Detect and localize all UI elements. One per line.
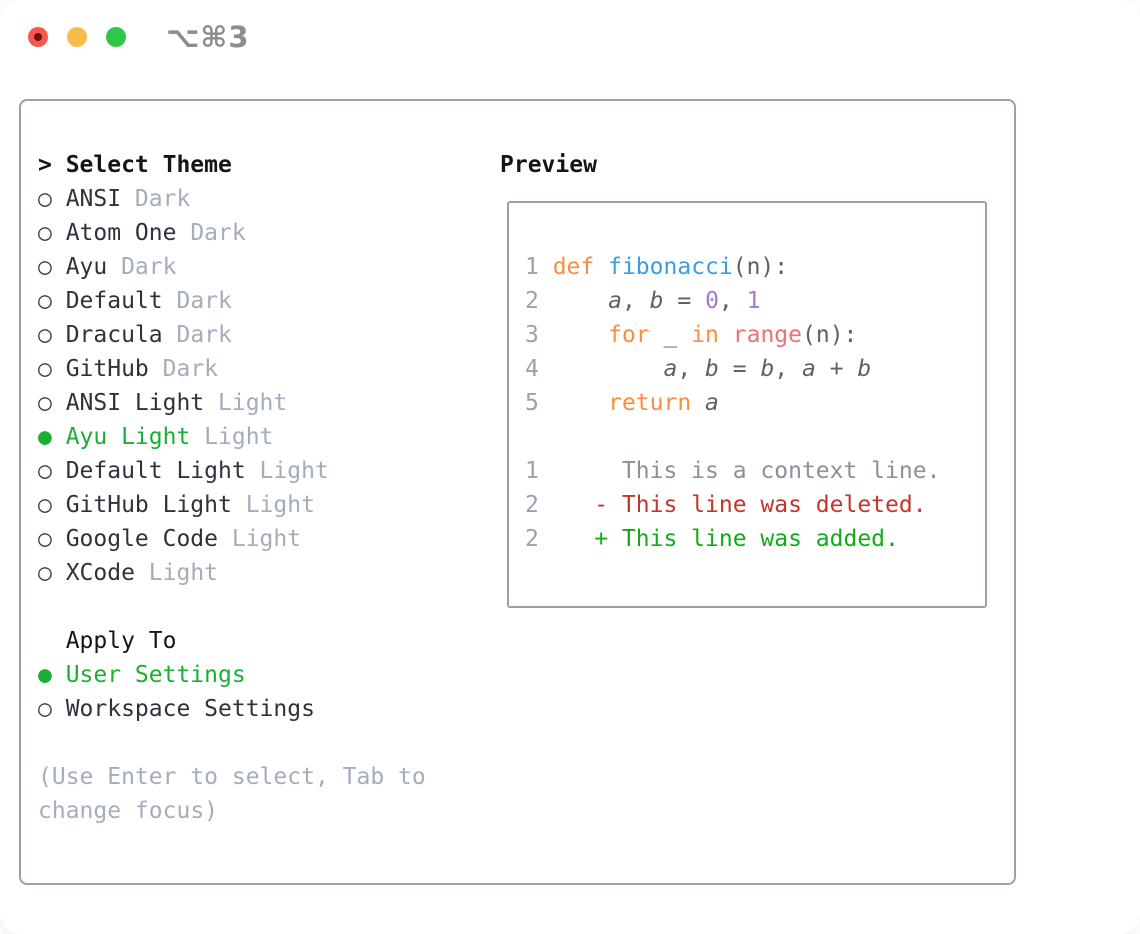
blank-line	[525, 420, 940, 454]
theme-name: Default Light	[65, 458, 246, 484]
code-line: 5 return a	[525, 386, 940, 420]
theme-variant: Light	[134, 560, 219, 586]
theme-item-google-code[interactable]: ○ Google Code Light	[38, 522, 426, 556]
theme-name: XCode	[65, 560, 135, 586]
theme-variant: Dark	[162, 322, 232, 348]
line-number: 3	[525, 322, 539, 348]
theme-item-github-light[interactable]: ○ GitHub Light Light	[38, 488, 426, 522]
theme-list: ○ ANSI Dark ○ Atom One Dark ○ Ayu Dark ○ Defaul…	[38, 182, 426, 590]
apply-to-header: Apply To	[38, 624, 426, 658]
line-number: 5	[525, 390, 539, 416]
theme-name: GitHub Light	[65, 492, 232, 518]
theme-item-atom-one[interactable]: ○ Atom One Dark	[38, 216, 426, 250]
titlebar: ⌥⌘3	[0, 0, 1140, 70]
left-column: > Select Theme ○ ANSI Dark ○ Atom One Dark ○ A…	[38, 148, 426, 828]
theme-item-default[interactable]: ○ Default Dark	[38, 284, 426, 318]
cursor-icon: >	[38, 152, 52, 178]
line-number: 2	[525, 526, 539, 552]
spacer	[38, 590, 426, 624]
code-line: 1 def fibonacci(n):	[525, 250, 940, 284]
line-number: 4	[525, 356, 539, 382]
theme-name: Ayu	[65, 254, 108, 280]
radio-icon: ○	[38, 526, 52, 552]
theme-name: Google Code	[65, 526, 219, 552]
theme-variant: Light	[245, 458, 329, 484]
minimize-button[interactable]	[67, 27, 87, 47]
apply-option-workspace-settings[interactable]: ○ Workspace Settings	[38, 692, 426, 726]
diff-context-line: 1 This is a context line.	[525, 454, 940, 488]
theme-variant: Dark	[121, 186, 191, 212]
radio-icon: ○	[38, 254, 52, 280]
theme-variant: Light	[190, 424, 274, 450]
window-title: ⌥⌘3	[166, 20, 250, 54]
line-number: 1	[525, 458, 539, 484]
theme-item-default-light[interactable]: ○ Default Light Light	[38, 454, 426, 488]
theme-variant: Light	[231, 492, 315, 518]
radio-selected-icon: ●	[38, 662, 52, 688]
apply-option-label: User Settings	[65, 662, 246, 688]
hint-line-1: (Use Enter to select, Tab to	[38, 764, 426, 790]
theme-variant: Dark	[176, 220, 246, 246]
theme-name: Atom One	[65, 220, 177, 246]
theme-item-dracula[interactable]: ○ Dracula Dark	[38, 318, 426, 352]
theme-name: Dracula	[65, 322, 163, 348]
apply-to-title: Apply To	[65, 628, 177, 654]
theme-item-ayu[interactable]: ○ Ayu Dark	[38, 250, 426, 284]
radio-icon: ○	[38, 322, 52, 348]
line-number: 2	[525, 492, 539, 518]
theme-name: Default	[65, 288, 163, 314]
diff-added-line: 2 + This line was added.	[525, 522, 940, 556]
theme-variant: Dark	[148, 356, 219, 382]
theme-list-header: > Select Theme	[38, 148, 426, 182]
theme-name: ANSI Light	[65, 390, 205, 416]
preview-header: Preview	[500, 152, 597, 178]
theme-item-xcode[interactable]: ○ XCode Light	[38, 556, 426, 590]
diff-deleted-line: 2 - This line was deleted.	[525, 488, 940, 522]
theme-variant: Light	[218, 526, 302, 552]
theme-item-ansi-light[interactable]: ○ ANSI Light Light	[38, 386, 426, 420]
apply-list: ● User Settings ○ Workspace Settings	[38, 658, 426, 726]
hint-line-2: change focus)	[38, 798, 219, 824]
theme-name: GitHub	[65, 356, 149, 382]
spacer	[38, 726, 426, 760]
theme-item-ayu-light[interactable]: ● Ayu Light Light	[38, 420, 426, 454]
theme-item-github[interactable]: ○ GitHub Dark	[38, 352, 426, 386]
radio-selected-icon: ●	[38, 424, 52, 450]
radio-icon: ○	[38, 458, 52, 484]
theme-item-ansi[interactable]: ○ ANSI Dark	[38, 182, 426, 216]
radio-icon: ○	[38, 696, 52, 722]
radio-icon: ○	[38, 390, 52, 416]
theme-name: ANSI	[65, 186, 122, 212]
radio-icon: ○	[38, 220, 52, 246]
radio-icon: ○	[38, 288, 52, 314]
radio-icon: ○	[38, 356, 52, 382]
code-line: 3 for _ in range(n):	[525, 318, 940, 352]
radio-icon: ○	[38, 560, 52, 586]
close-button[interactable]	[28, 27, 48, 47]
code-line: 4 a, b = b, a + b	[525, 352, 940, 386]
radio-icon: ○	[38, 492, 52, 518]
zoom-button[interactable]	[106, 27, 126, 47]
code-line: 2 a, b = 0, 1	[525, 284, 940, 318]
apply-option-user-settings[interactable]: ● User Settings	[38, 658, 426, 692]
theme-variant: Dark	[107, 254, 177, 280]
theme-variant: Dark	[162, 288, 232, 314]
line-number: 2	[525, 288, 539, 314]
apply-option-label: Workspace Settings	[65, 696, 315, 722]
theme-list-title: Select Theme	[65, 152, 232, 178]
radio-icon: ○	[38, 186, 52, 212]
line-number: 1	[525, 254, 539, 280]
theme-name: Ayu Light	[65, 424, 191, 450]
theme-variant: Light	[204, 390, 288, 416]
